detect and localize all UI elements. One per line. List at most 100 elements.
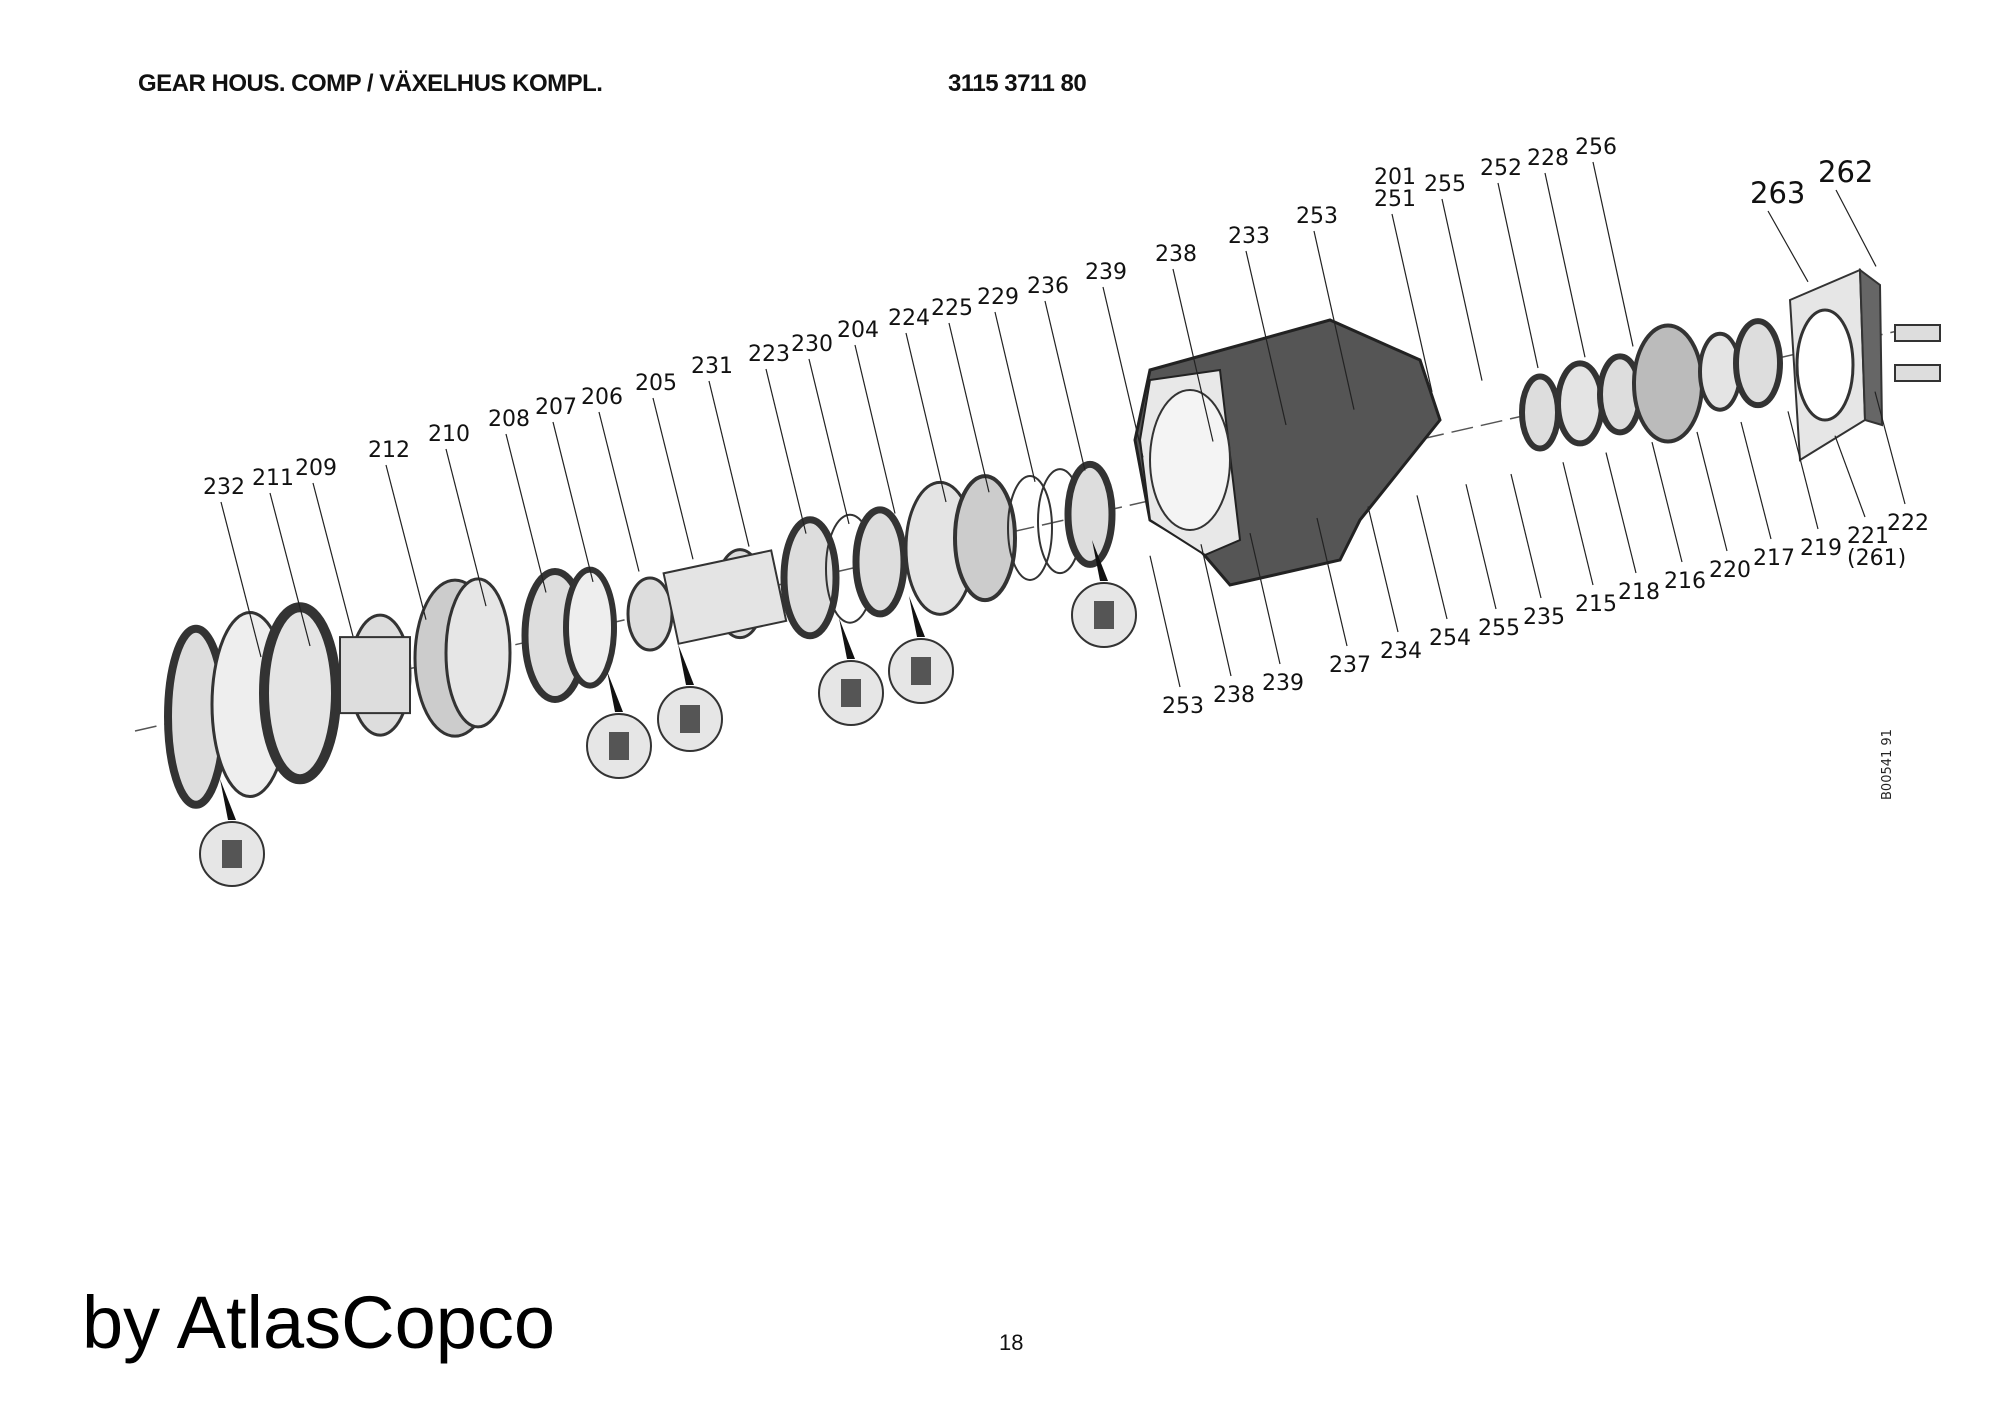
leader-line [385, 464, 427, 620]
leader-line [220, 501, 262, 658]
part-label: 236 [1027, 274, 1069, 299]
leader-line [1834, 435, 1866, 518]
part-ring [1733, 318, 1783, 409]
part-label: 216 [1664, 569, 1706, 594]
leader-line [1497, 182, 1539, 369]
part-label: 221 [1847, 524, 1889, 549]
leader-line [854, 344, 896, 514]
leader-line [1367, 506, 1399, 633]
leader-line [1391, 213, 1433, 393]
leader-line [1200, 544, 1232, 677]
leader-line [765, 368, 807, 534]
leader-line [1249, 533, 1281, 665]
part-label: 222 [1887, 511, 1929, 536]
leader-line [808, 358, 850, 525]
part-ring [1555, 360, 1605, 447]
leader-line [1651, 441, 1683, 563]
part-label: 225 [931, 296, 973, 321]
part-label: 204 [837, 318, 879, 343]
leader-line [552, 421, 594, 583]
end-cover-side [1858, 267, 1884, 427]
callout-pointer [607, 671, 623, 712]
part-label: 256 [1575, 135, 1617, 160]
leader-line [1544, 172, 1586, 358]
part-label: 206 [581, 385, 623, 410]
leader-line [708, 380, 750, 547]
part-ring [444, 577, 512, 729]
leader-line [598, 411, 640, 572]
part-ring [1007, 474, 1053, 581]
leader-line [1441, 198, 1483, 381]
leader-line [1787, 411, 1819, 530]
leader-line [1592, 161, 1634, 347]
part-label: 215 [1575, 592, 1617, 617]
leader-line [1465, 484, 1497, 610]
leader-line [1874, 391, 1906, 505]
part-label: 238 [1155, 242, 1197, 267]
leader-line [1605, 452, 1637, 574]
leader-lines [220, 161, 1906, 688]
brand-text: by AtlasCopco [82, 1281, 556, 1364]
part-ring [953, 474, 1017, 603]
callout-pointer [678, 644, 694, 685]
part-label: 210 [428, 422, 470, 447]
leader-line [1562, 462, 1594, 586]
part-label: (261) [1847, 546, 1906, 571]
part-label: 255 [1424, 172, 1466, 197]
part-label: 229 [977, 285, 1019, 310]
bolt [1894, 324, 1941, 342]
part-label: 254 [1429, 626, 1471, 651]
part-label: 209 [295, 456, 337, 481]
leader-line [1767, 210, 1809, 283]
leader-line [994, 311, 1036, 482]
leader-line [505, 433, 547, 593]
part-label: 252 [1480, 156, 1522, 181]
leader-line [948, 322, 990, 493]
part-ring [259, 602, 341, 785]
leader-line [1416, 495, 1448, 620]
part-ring [1064, 460, 1116, 568]
leader-line [1102, 286, 1144, 458]
assembly-title: GEAR HOUS. COMP / VÄXELHUS KOMPL. [138, 70, 603, 97]
part-label: 218 [1618, 580, 1660, 605]
part-label: 224 [888, 306, 930, 331]
part-label: 239 [1262, 671, 1304, 696]
leader-line [312, 482, 354, 637]
callout-pointer [220, 779, 236, 820]
part-label: 207 [535, 395, 577, 420]
leader-line [445, 448, 487, 607]
bolt [1894, 364, 1941, 382]
part-label: 211 [252, 466, 294, 491]
leader-line [1044, 300, 1086, 471]
leader-line [1172, 268, 1214, 442]
leader-line [1313, 230, 1355, 410]
part-label: 235 [1523, 605, 1565, 630]
part-label: 219 [1800, 536, 1842, 561]
leader-line [1835, 189, 1877, 267]
part-label: 251 [1374, 187, 1416, 212]
part-label: 237 [1329, 653, 1371, 678]
part-ring [563, 566, 617, 689]
leader-line [1316, 517, 1348, 647]
part-label: 234 [1380, 639, 1422, 664]
section-profile [911, 657, 931, 685]
leader-line [652, 397, 694, 560]
leader-line [1740, 421, 1772, 540]
part-label: 262 [1818, 155, 1873, 189]
section-profile [222, 840, 242, 868]
part-shaft [339, 636, 411, 715]
leader-line [905, 332, 947, 503]
section-profile [841, 679, 861, 707]
part-label: 253 [1296, 204, 1338, 229]
section-profile [680, 705, 700, 733]
part-label: 233 [1228, 224, 1270, 249]
part-ring [1632, 323, 1704, 444]
end-cover-bore [1795, 308, 1855, 422]
leader-line [1245, 250, 1287, 426]
part-label: 220 [1709, 558, 1751, 583]
leader-line [1149, 555, 1181, 688]
part-label: 217 [1753, 546, 1795, 571]
part-label: 231 [691, 354, 733, 379]
